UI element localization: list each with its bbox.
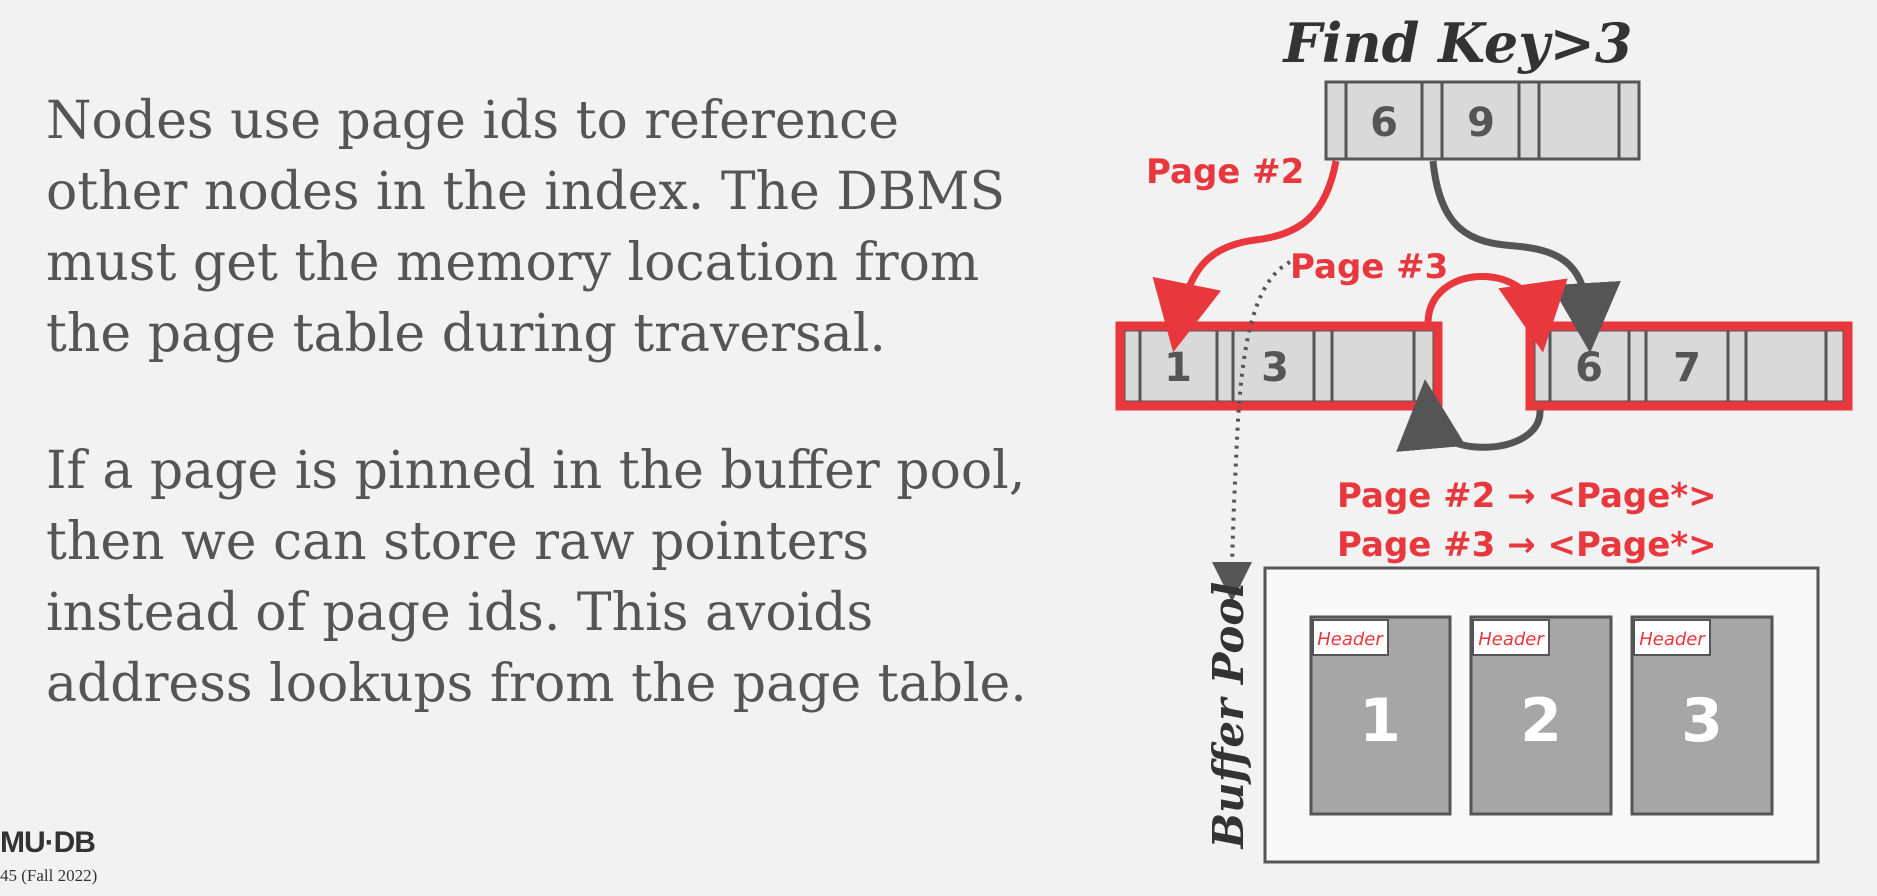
- root-to-right-leaf-arrow: [1429, 160, 1621, 353]
- body-paragraph-raw-pointers: If a page is pinned in the buffer pool, …: [46, 441, 1027, 714]
- sibling-back-arrow: [1396, 379, 1544, 452]
- page-header-label: Header: [1478, 629, 1545, 650]
- page-header-label: Header: [1317, 629, 1384, 650]
- course-logo: MU·DB: [0, 826, 96, 859]
- page-number-1: 1: [1359, 686, 1401, 756]
- page-header-label: Header: [1639, 629, 1706, 650]
- right-leaf-key-2: 7: [1673, 345, 1701, 391]
- root-key-1: 6: [1370, 100, 1398, 146]
- buffer-pool-label: Buffer Pool: [1204, 582, 1253, 850]
- page-header-box: [1633, 619, 1711, 656]
- page-number-3: 3: [1681, 686, 1723, 756]
- page3-label: Page #3: [1290, 247, 1448, 287]
- left-leaf-node: 1 3: [1115, 321, 1443, 411]
- diagram-title: Find Key>3: [1282, 11, 1633, 75]
- root-node: 6 9: [1324, 80, 1641, 161]
- right-leaf-highlight: [1525, 321, 1853, 411]
- page-number-2: 2: [1520, 686, 1562, 756]
- pointer-page2-arrow: [1152, 160, 1340, 353]
- mapping-page3: Page #3 → <Page*>: [1337, 525, 1717, 565]
- right-leaf-node: 6 7: [1525, 321, 1853, 411]
- right-leaf-key-1: 6: [1575, 345, 1603, 391]
- buffer-page-1: Header 1: [1309, 615, 1452, 816]
- root-key-2: 9: [1467, 100, 1495, 146]
- page-header-box: [1472, 619, 1550, 656]
- buffer-pool: Buffer Pool Header 1 Header 2 Header 3: [1204, 566, 1820, 864]
- page-table-lookup-dotted-arrow: [1212, 260, 1291, 602]
- buffer-page-2: Header 2: [1469, 615, 1613, 816]
- left-leaf-key-2: 3: [1261, 345, 1289, 391]
- page2-label: Page #2: [1146, 152, 1304, 192]
- left-leaf-highlight: [1115, 321, 1443, 411]
- mapping-page2: Page #2 → <Page*>: [1337, 476, 1717, 516]
- course-label: 45 (Fall 2022): [0, 866, 98, 885]
- body-paragraph-page-ids: Nodes use page ids to reference other no…: [46, 91, 1006, 364]
- sibling-forward-arrow: [1424, 273, 1568, 353]
- left-leaf-key-1: 1: [1164, 345, 1192, 391]
- page-header-box: [1312, 619, 1389, 656]
- buffer-page-3: Header 3: [1630, 615, 1774, 816]
